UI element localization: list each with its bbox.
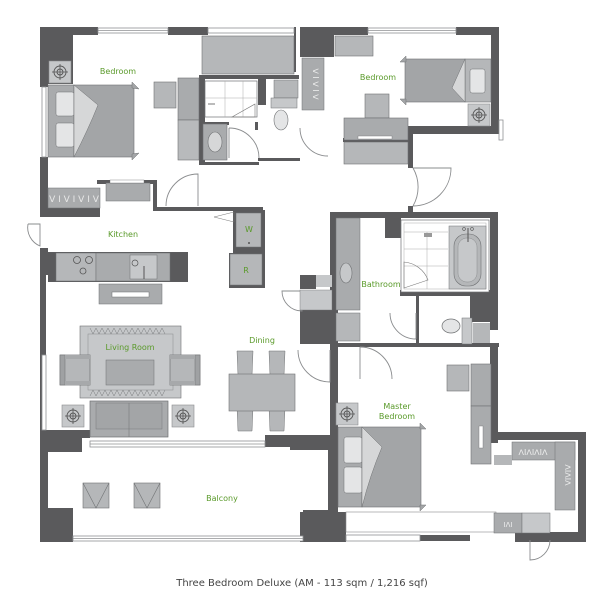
lamp-icon [61, 404, 85, 428]
windows [41, 27, 504, 542]
room-label-dining: Dining [249, 336, 275, 345]
room-label-bathroom: Bathroom [361, 280, 401, 289]
sofa-icon [89, 400, 169, 438]
armchair-icon [59, 354, 91, 386]
closet [201, 35, 295, 75]
plan-caption: Three Bedroom Deluxe (AM - 113 sqm / 1,2… [176, 578, 428, 589]
room-label-bedroom-2: Bedroom [359, 73, 397, 82]
room-label-kitchen: Kitchen [107, 230, 139, 239]
svg-text:ᐯ I ᐯ I ᐯ I ᐯ: ᐯ I ᐯ I ᐯ I ᐯ [49, 195, 100, 205]
desk-chair [153, 77, 200, 161]
toilet-icon [441, 317, 490, 345]
wardrobe-icon: ᐱIᐱIᐱIᐱ ᐱIᐱIᐱ IᐱI [493, 441, 576, 534]
sink-icon [339, 262, 353, 284]
plant-pot-icon [133, 482, 161, 509]
refrigerator: R [229, 253, 265, 288]
ensuite [202, 79, 299, 161]
stove-icon [55, 252, 97, 282]
bedroom-1: ᐯ I ᐯ I ᐯ I ᐯ [47, 60, 200, 209]
lamp-icon [467, 103, 491, 127]
svg-text:ᐱIᐱIᐱIᐱ: ᐱIᐱIᐱIᐱ [519, 448, 548, 457]
bed-icon [399, 55, 492, 106]
lamp-icon [335, 402, 359, 426]
room-label-master-line1: Master [383, 402, 411, 411]
wardrobe-icon: ᐯ I ᐯ I ᐯ I ᐯ [47, 187, 101, 209]
kitchen: W R [48, 210, 265, 305]
desk [470, 363, 492, 407]
armchair-icon [169, 354, 201, 386]
room-label-balcony: Balcony [206, 494, 238, 503]
svg-text:R: R [243, 266, 249, 275]
room-label-master-bedroom: Master Bedroom [372, 402, 422, 422]
master-bedroom: ᐱIᐱIᐱIᐱ ᐱIᐱIᐱ IᐱI [335, 363, 576, 534]
bed-icon [337, 422, 427, 512]
room-label-bedroom-1: Bedroom [99, 67, 137, 76]
plant-pot-icon [82, 482, 110, 509]
room-label-master-line2: Bedroom [378, 412, 416, 421]
svg-text:ᐱIᐱIᐱ: ᐱIᐱIᐱ [563, 464, 572, 486]
coffee-table [105, 359, 155, 386]
wardrobe-icon: ᐯ I ᐯ I ᐯ [301, 57, 325, 111]
sink-icon [202, 123, 228, 161]
desk [343, 117, 409, 141]
svg-text:IᐱI: IᐱI [504, 521, 513, 529]
svg-text:ᐯ I ᐯ I ᐯ: ᐯ I ᐯ I ᐯ [311, 68, 320, 100]
shower-icon [204, 80, 258, 118]
bathtub-icon [448, 225, 487, 290]
bedroom-2: ᐯ I ᐯ I ᐯ [301, 35, 492, 165]
room-label-living-room: Living Room [105, 343, 155, 352]
lamp-icon [171, 404, 195, 428]
desk-chair [446, 364, 470, 392]
washer: W [233, 210, 265, 254]
bed-icon [47, 81, 140, 161]
desk-chair [364, 93, 390, 119]
svg-text:W: W [245, 225, 253, 234]
lamp-icon [48, 60, 72, 84]
dresser [105, 182, 151, 202]
rug [79, 325, 182, 399]
living-room [59, 325, 201, 438]
toilet-icon [270, 79, 299, 131]
sink-icon [129, 254, 158, 280]
dining-table-icon [228, 350, 296, 432]
balcony [82, 482, 161, 509]
bathroom [335, 217, 490, 345]
